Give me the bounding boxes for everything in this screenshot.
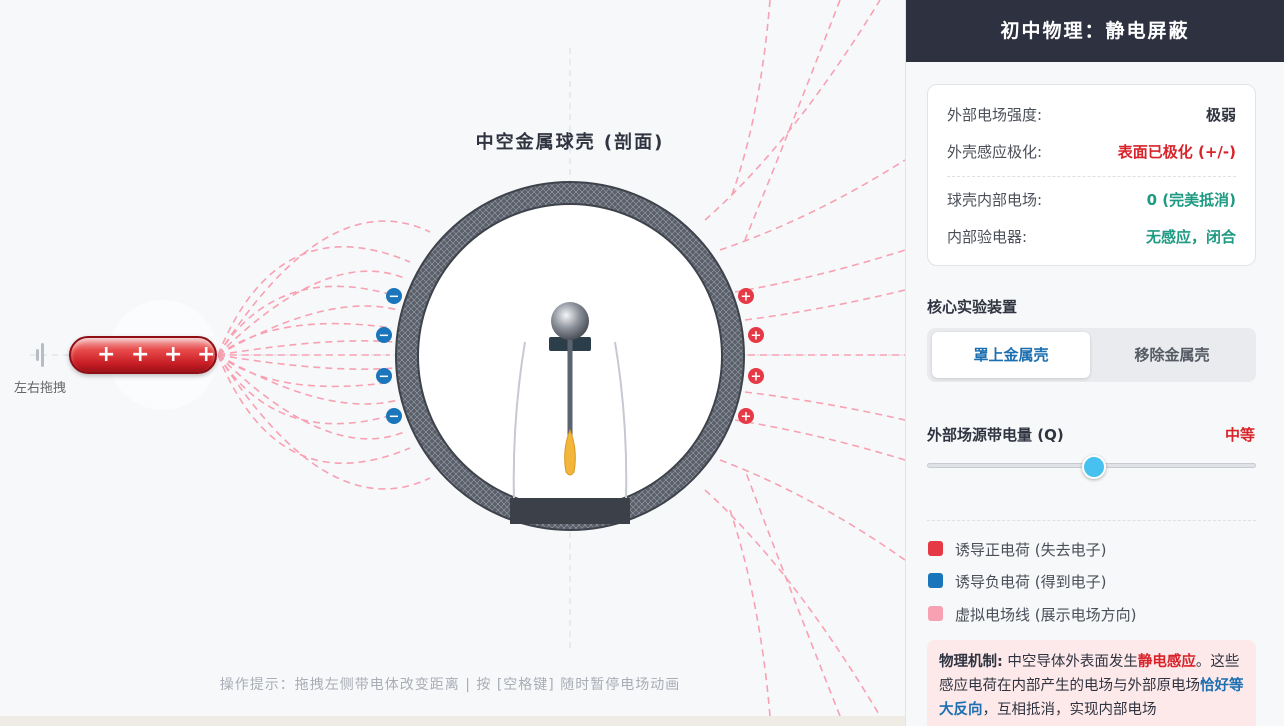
positive-charge-icon: +: [738, 408, 754, 425]
positive-charge-icon: +: [748, 327, 764, 344]
charge-value: 中等: [1224, 426, 1255, 444]
field-line: [734, 419, 905, 461]
mechanism-text: 。这些感应电荷在内部产生的电场与外部原电场: [939, 654, 1240, 694]
mechanism-box: 物理机制: 中空导体外表面发生静电感应。这些感应电荷在内部产生的电场与外部原电场…: [927, 640, 1256, 726]
svg-text:−: −: [379, 329, 390, 344]
field-line: [217, 354, 411, 464]
field-line: [704, 0, 881, 221]
field-line: [744, 391, 905, 421]
field-line: [719, 459, 905, 561]
device-toggle: 罩上金属壳 移除金属壳: [927, 328, 1256, 382]
field-line: [719, 159, 905, 251]
legend-swatch: [928, 541, 943, 556]
field-line: [729, 509, 771, 716]
charge-label: 外部场源带电量 (Q): [927, 426, 1064, 444]
remove-shell-button[interactable]: 移除金属壳: [1134, 346, 1210, 364]
field-line: [734, 249, 905, 293]
positive-charge-icon: +: [748, 368, 764, 385]
svg-text:−: −: [379, 370, 390, 385]
field-line: [217, 354, 396, 370]
cover-shell-button[interactable]: 罩上金属壳: [932, 332, 1090, 378]
status-row: 外壳感应极化: 表面已极化 (+/-): [947, 141, 1236, 163]
svg-text:+: +: [741, 290, 752, 305]
simulation-stage: − − − − + + + + 中空金属球壳 (剖面) 左右拖拽 + + + + 操作提示：拖…: [0, 0, 905, 716]
panel-title: 初中物理：静电屏蔽: [906, 0, 1284, 62]
field-line: [744, 0, 841, 241]
charge-slider-thumb[interactable]: [1081, 455, 1106, 479]
svg-text:+: +: [751, 329, 762, 344]
charged-rod[interactable]: + + + +: [69, 336, 217, 374]
rod-plus-sign: +: [164, 342, 183, 367]
control-panel: 初中物理：静电屏蔽 外部电场强度: 极弱 外壳感应极化: 表面已极化 (+/-)…: [905, 0, 1284, 726]
field-line: [217, 354, 393, 388]
charge-slider[interactable]: [927, 455, 1256, 479]
mechanism-head: 物理机制:: [939, 654, 1003, 670]
legend-swatch: [928, 606, 943, 621]
field-line: [729, 0, 771, 201]
svg-text:+: +: [741, 410, 752, 425]
electroscope: [510, 302, 630, 524]
status-label: 内部验电器:: [947, 228, 1028, 246]
field-line: [217, 354, 399, 405]
svg-text:−: −: [389, 410, 400, 425]
field-line: [744, 469, 841, 716]
field-line: [217, 220, 431, 356]
field-line: [217, 354, 405, 440]
field-line: [217, 285, 397, 356]
status-divider: [947, 176, 1236, 177]
field-line: [217, 246, 411, 356]
field-line: [217, 340, 396, 356]
status-value: 极弱: [1205, 106, 1236, 124]
drag-grip-icon[interactable]: [33, 343, 47, 367]
field-line: [217, 354, 397, 425]
legend-swatch: [928, 573, 943, 588]
field-line: [217, 270, 405, 356]
shell-title: 中空金属球壳 (剖面): [475, 132, 665, 153]
rod-plus-sign: +: [97, 342, 116, 367]
mechanism-text: 中空导体外表面发生: [1002, 654, 1138, 670]
field-line: [217, 354, 431, 490]
negative-charge-icon: −: [386, 288, 402, 305]
status-card: 外部电场强度: 极弱 外壳感应极化: 表面已极化 (+/-) 球壳内部电场: 0…: [927, 84, 1256, 266]
legend-label: 诱导负电荷 (得到电子): [955, 573, 1107, 591]
legend-label: 诱导正电荷 (失去电子): [955, 541, 1107, 559]
legend-divider: [927, 520, 1256, 521]
status-row: 外部电场强度: 极弱: [947, 104, 1236, 126]
field-canvas: − − − − + + + +: [30, 0, 905, 716]
drag-hint: 左右拖拽: [14, 381, 67, 396]
mechanism-highlight: 静电感应: [1137, 654, 1196, 670]
rod-plus-sign: +: [131, 342, 150, 367]
status-row: 球壳内部电场: 0 (完美抵消): [947, 189, 1236, 211]
device-label: 核心实验装置: [927, 298, 1018, 316]
rod-plus-sign: +: [197, 342, 216, 367]
svg-text:+: +: [751, 370, 762, 385]
status-label: 球壳内部电场:: [947, 191, 1043, 209]
field-line: [744, 289, 905, 321]
field-line: [704, 489, 881, 716]
positive-charge-icon: +: [738, 288, 754, 305]
operation-tip: 操作提示：拖拽左侧带电体改变距离 | 按 [空格键] 随时暂停电场动画: [219, 677, 681, 693]
mechanism-text: ，互相抵消，实现内部电场: [982, 702, 1157, 718]
svg-text:−: −: [389, 290, 400, 305]
negative-charge-icon: −: [376, 327, 392, 344]
status-value: 无感应，闭合: [1145, 228, 1236, 246]
legend-label: 虚拟电场线 (展示电场方向): [955, 606, 1137, 624]
field-line: [217, 322, 393, 356]
field-lines: [217, 0, 905, 716]
negative-charge-icon: −: [376, 368, 392, 385]
status-value: 表面已极化 (+/-): [1117, 143, 1236, 161]
negative-charge-icon: −: [386, 408, 402, 425]
induced-charges: − − − − + + + +: [376, 288, 764, 425]
status-label: 外壳感应极化:: [947, 143, 1043, 161]
field-line: [217, 305, 399, 356]
status-label: 外部电场强度:: [947, 106, 1043, 124]
status-value: 0 (完美抵消): [1146, 191, 1236, 209]
status-row: 内部验电器: 无感应，闭合: [947, 226, 1236, 248]
mechanism-highlight: 恰好等大反向: [939, 678, 1244, 718]
